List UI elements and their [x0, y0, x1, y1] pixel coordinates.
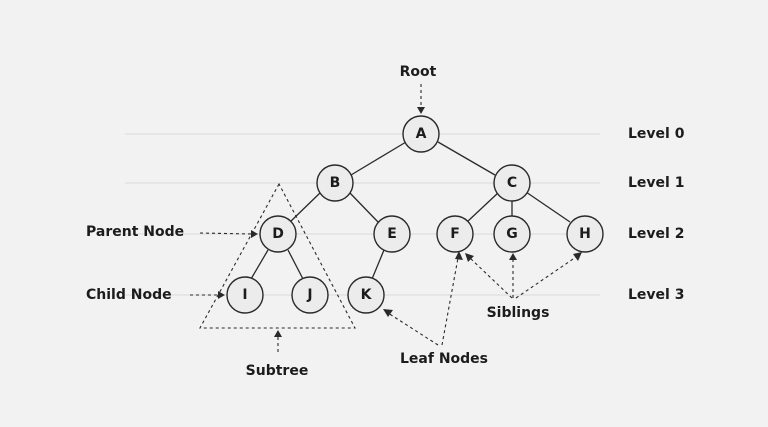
tree-edges	[250, 141, 571, 280]
node-e-label: E	[387, 226, 397, 242]
node-g: G	[493, 215, 531, 253]
level-2-label: Level 2	[628, 226, 684, 242]
node-a: A	[402, 115, 440, 153]
siblings-arrow-g-head	[509, 253, 517, 260]
edge-e-k	[371, 249, 385, 280]
node-f-circle	[436, 215, 474, 253]
node-d-label: D	[272, 226, 284, 242]
node-g-label: G	[506, 226, 518, 242]
siblings-arrow-f-head	[465, 253, 474, 262]
child-node-annotation: Child Node	[86, 287, 172, 303]
parent-pointer-line	[199, 232, 253, 235]
edge-b-e	[348, 191, 379, 223]
edge-d-i	[250, 249, 269, 280]
node-k: K	[347, 276, 385, 314]
node-d-circle	[259, 215, 297, 253]
node-j-label: J	[306, 287, 312, 303]
node-c-label: C	[507, 175, 517, 191]
node-j: J	[291, 276, 329, 314]
siblings-pointer-f-line	[469, 257, 513, 299]
leaf-pointer-k-line	[387, 312, 439, 346]
node-i-circle	[226, 276, 264, 314]
edge-a-c	[437, 141, 496, 176]
leaf-arrow-k-head	[383, 309, 393, 317]
siblings-arrow-h-head	[573, 252, 582, 261]
node-e: E	[373, 215, 411, 253]
node-j-circle	[291, 276, 329, 314]
edge-c-h	[525, 191, 571, 223]
child-arrow-head	[218, 291, 225, 299]
node-c-circle	[493, 164, 531, 202]
node-b: B	[316, 164, 354, 202]
node-f-label: F	[450, 226, 460, 242]
node-g-circle	[493, 215, 531, 253]
siblings-pointer-h-line	[515, 256, 577, 299]
subtree-arrow-head	[274, 330, 282, 337]
node-c: C	[493, 164, 531, 202]
leaf-arrow-f-head	[455, 251, 463, 260]
root-annotation: Root	[400, 64, 437, 80]
level-3-label: Level 3	[628, 287, 684, 303]
node-h: H	[566, 215, 604, 253]
edge-a-b	[350, 141, 407, 176]
parent-node-annotation: Parent Node	[86, 224, 184, 240]
subtree-outline	[199, 182, 356, 329]
node-h-circle	[566, 215, 604, 253]
node-i: I	[226, 276, 264, 314]
node-k-circle	[347, 276, 385, 314]
root-arrow-head	[417, 107, 425, 114]
leaf-pointer-f-line	[441, 257, 459, 346]
node-f: F	[436, 215, 474, 253]
node-h-label: H	[579, 226, 591, 242]
node-b-label: B	[330, 175, 341, 191]
siblings-annotation: Siblings	[487, 305, 550, 321]
node-b-circle	[316, 164, 354, 202]
node-i-label: I	[242, 287, 247, 303]
leaf-nodes-annotation: Leaf Nodes	[400, 351, 488, 367]
edge-b-d	[289, 191, 322, 223]
node-k-label: K	[361, 287, 373, 303]
node-a-label: A	[416, 126, 427, 142]
level-1-label: Level 1	[628, 175, 684, 191]
parent-arrow-head	[251, 230, 258, 238]
node-e-circle	[373, 215, 411, 253]
node-a-circle	[402, 115, 440, 153]
edge-c-f	[466, 191, 500, 223]
level-0-label: Level 0	[628, 126, 685, 142]
subtree-annotation: Subtree	[246, 363, 309, 379]
edge-d-j	[287, 249, 304, 280]
node-d: D	[259, 215, 297, 253]
